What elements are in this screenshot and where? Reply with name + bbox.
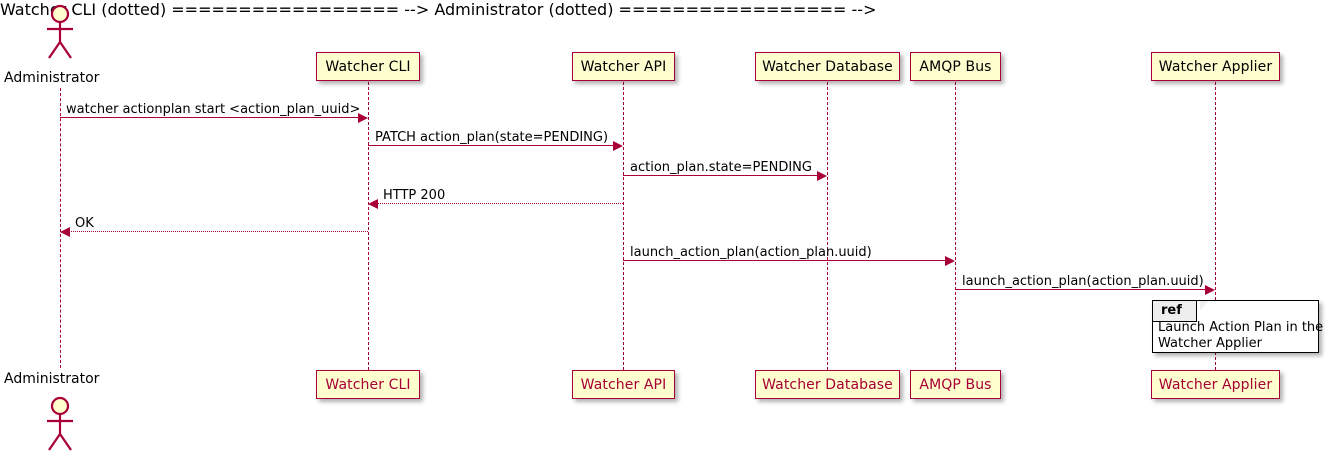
actor-administrator-top-label: Administrator [4, 70, 100, 86]
message-arrowhead-3 [817, 170, 827, 181]
message-arrowhead-1 [358, 112, 368, 123]
participant-box-top-watcher-cli[interactable]: Watcher CLI [316, 52, 420, 81]
ref-fragment-text-line-1: Launch Action Plan in the [1158, 320, 1324, 335]
participant-box-top-watcher-api[interactable]: Watcher API [572, 52, 675, 81]
actor-administrator-bottom-label: Administrator [4, 371, 100, 387]
message-line-4 [376, 203, 623, 204]
ref-fragment-tab-label: ref [1153, 301, 1197, 323]
ref-fragment-box: ref [1152, 300, 1319, 353]
message-label-1: watcher actionplan start <action_plan_uu… [66, 102, 361, 117]
participant-box-top-watcher-applier[interactable]: Watcher Applier [1151, 52, 1280, 81]
message-label-2: PATCH action_plan(state=PENDING) [375, 130, 609, 145]
actor-administrator-top-icon [36, 4, 84, 60]
actor-administrator-bottom-icon [36, 396, 84, 452]
message-arrowhead-7 [1205, 284, 1215, 295]
message-arrowhead-6 [945, 255, 955, 266]
ref-fragment-text-line-2: Watcher Applier [1158, 336, 1262, 351]
message-line-3 [623, 175, 819, 176]
participant-box-top-watcher-database[interactable]: Watcher Database [755, 52, 900, 81]
message-label-3: action_plan.state=PENDING [630, 160, 812, 175]
message-arrowhead-5 [60, 226, 70, 237]
message-arrowhead-2 [613, 140, 623, 151]
message-label-7: launch_action_plan(action_plan.uuid) [962, 274, 1204, 289]
message-line-2 [368, 145, 615, 146]
message-arrowhead-4 [368, 198, 378, 209]
ref-fragment-tab-corner [1200, 301, 1209, 310]
message-line-7 [955, 289, 1207, 290]
participant-box-top-amqp-bus[interactable]: AMQP Bus [910, 52, 1001, 81]
message-line-6 [623, 260, 947, 261]
message-label-4: HTTP 200 [383, 188, 446, 203]
lifeline-watcher-cli [368, 82, 369, 370]
participant-box-bottom-amqp-bus[interactable]: AMQP Bus [910, 370, 1001, 399]
message-line-5 [68, 231, 368, 232]
lifeline-watcher-applier [1215, 82, 1216, 370]
lifeline-watcher-database [827, 82, 828, 370]
lifeline-watcher-api [623, 82, 624, 370]
message-label-6: launch_action_plan(action_plan.uuid) [630, 245, 872, 260]
message-line-1 [60, 117, 360, 118]
participant-box-bottom-watcher-api[interactable]: Watcher API [572, 370, 675, 399]
message-label-5: OK [75, 216, 94, 231]
participant-box-bottom-watcher-applier[interactable]: Watcher Applier [1151, 370, 1280, 399]
lifeline-amqp-bus [955, 82, 956, 370]
participant-box-bottom-watcher-cli[interactable]: Watcher CLI [316, 370, 420, 399]
participant-box-bottom-watcher-database[interactable]: Watcher Database [755, 370, 900, 399]
